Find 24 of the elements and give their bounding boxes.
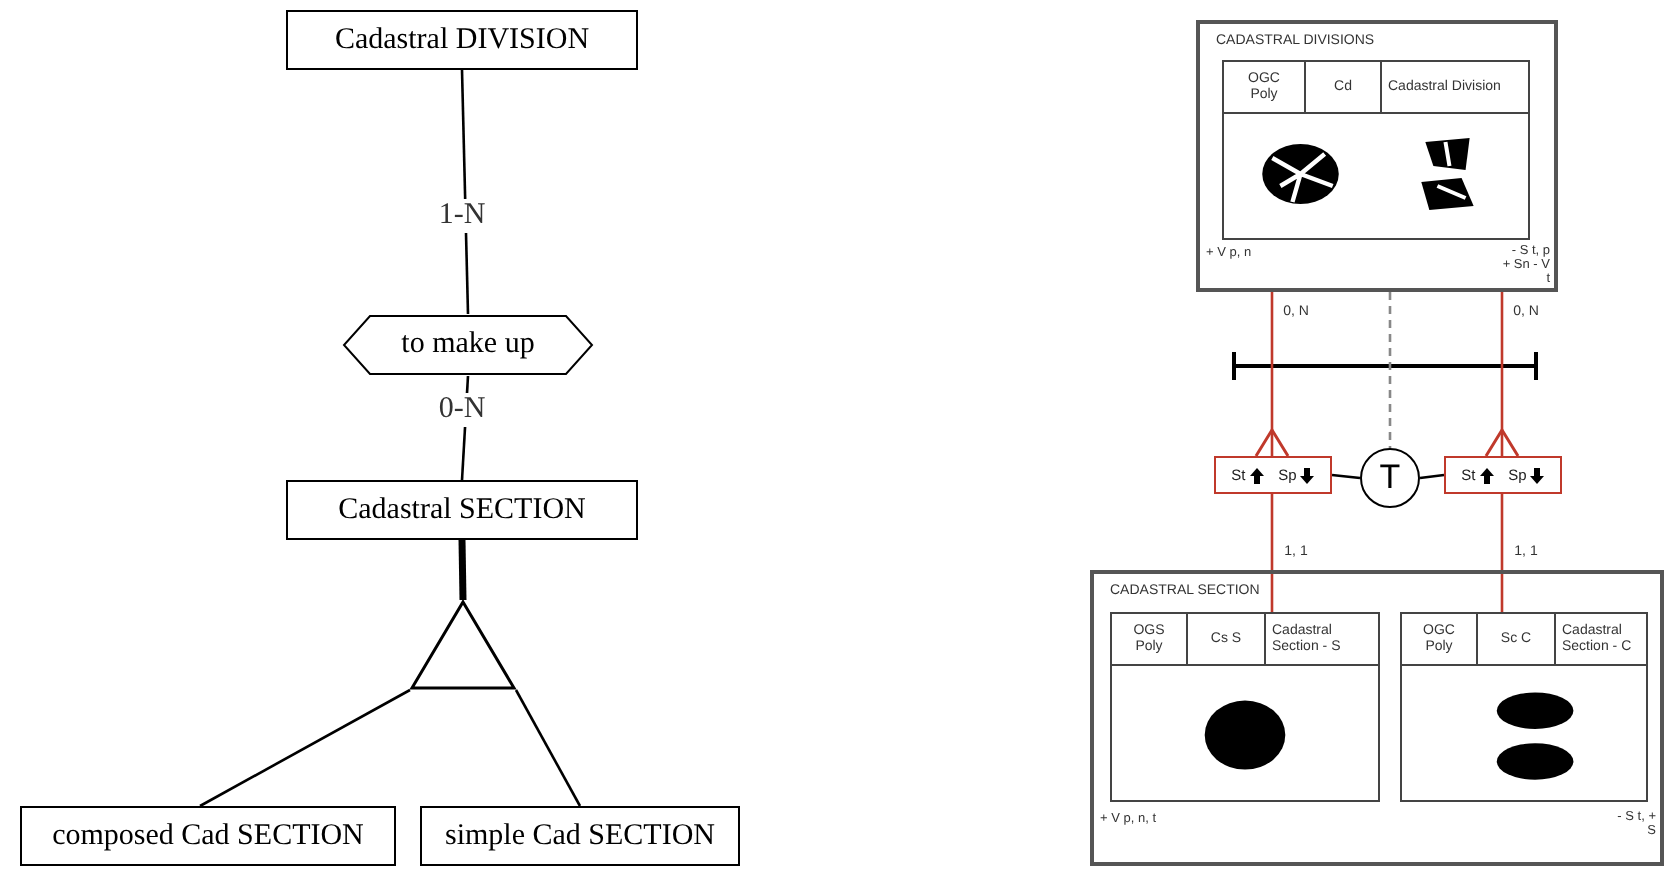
class-table xyxy=(1110,612,1380,802)
connector-line xyxy=(514,689,582,807)
entity-box: simple Cad SECTION xyxy=(420,806,740,866)
connector-line xyxy=(1419,473,1445,480)
entity-box: Cadastral DIVISION xyxy=(286,10,638,70)
relationship-label: to make up xyxy=(401,328,535,362)
connector-line xyxy=(1500,494,1504,612)
class-frame xyxy=(1090,570,1664,866)
entity-box: Cadastral SECTION xyxy=(286,480,638,540)
class-table xyxy=(1400,612,1648,802)
connector-line xyxy=(199,688,411,808)
connector-line xyxy=(1331,473,1361,480)
time-circle: T xyxy=(1360,448,1420,508)
entity-box: composed Cad SECTION xyxy=(20,806,396,866)
class-frame xyxy=(1196,20,1558,292)
cardinality-label: 0-N xyxy=(434,393,490,427)
class-table xyxy=(1222,60,1530,240)
connector-line xyxy=(1484,292,1520,458)
trigger-box xyxy=(1444,456,1562,494)
connector-line xyxy=(1270,494,1274,612)
connector-line xyxy=(1254,292,1290,458)
connector-line xyxy=(458,539,467,601)
trigger-box xyxy=(1214,456,1332,494)
dashed-connector xyxy=(1388,292,1392,448)
